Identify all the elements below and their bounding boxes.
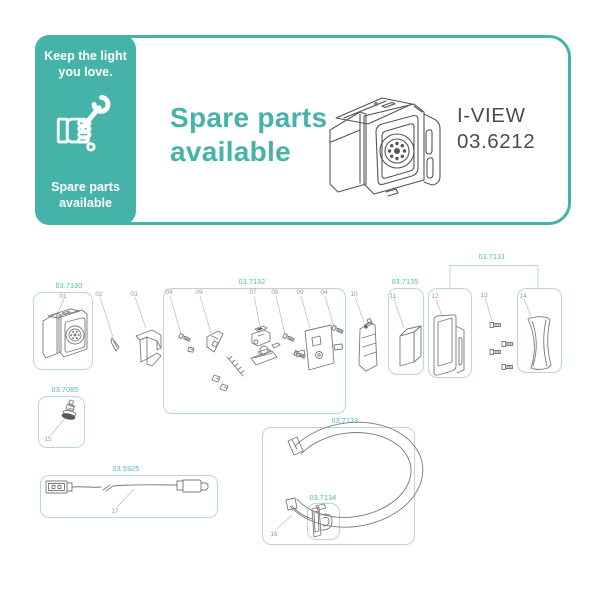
item-label-04: 04 [165, 289, 173, 296]
group-box-frame [428, 288, 472, 378]
item-label-13: 13 [480, 292, 488, 299]
item-label-11: 11 [389, 293, 397, 300]
item-label-04b: 04 [320, 289, 328, 296]
item-label-09a: 09 [195, 289, 203, 296]
product-code: 03.6212 [457, 130, 536, 153]
group-box-battery [388, 288, 424, 375]
item-label-16: 16 [270, 531, 278, 538]
hand-holding-wrench-icon [55, 92, 117, 161]
part-number-front-assembly: 03.7130 [55, 283, 83, 290]
item-label-10: 10 [350, 291, 358, 298]
part-number-valve: 03.7085 [51, 387, 79, 394]
part-03-bracket [135, 329, 162, 367]
part-number-battery: 03.7135 [391, 279, 419, 286]
product-id: I-VIEW 03.6212 [457, 103, 535, 155]
headline: Spare parts available [170, 101, 327, 169]
item-label-03: 03 [130, 291, 138, 298]
group-box-front-assembly [33, 292, 93, 370]
product-banner-card [56, 35, 571, 225]
part-number-internal-parts-kit: 03.7132 [238, 279, 266, 286]
part-number-usb-cable: 03.5925 [112, 466, 140, 473]
frame-kit-bracket-line [449, 265, 539, 288]
headline-line2: available [170, 136, 292, 167]
part-10-mount-bracket [358, 318, 378, 372]
group-box-internal-parts-kit [163, 288, 346, 414]
item-label-14: 14 [519, 293, 527, 300]
product-name: I-VIEW [457, 104, 526, 127]
part-02-lever [110, 337, 120, 352]
part-number-frame-kit: 03.7131 [478, 254, 506, 261]
item-label-15: 15 [44, 436, 52, 443]
part-13-screws [489, 322, 513, 370]
item-label-17: 17 [111, 508, 119, 515]
item-label-07: 07 [249, 289, 257, 296]
item-label-12: 12 [431, 293, 439, 300]
spare-parts-badge: Keep the light you love. Spare parts [35, 35, 136, 225]
badge-tagline: Keep the light you love. [44, 49, 127, 79]
group-box-usb-cable [40, 475, 218, 518]
group-box-valve [38, 396, 85, 448]
item-label-08: 08 [271, 289, 279, 296]
headline-line1: Spare parts [170, 102, 328, 133]
group-box-buckle [307, 503, 340, 540]
part-number-headband: 03.7133 [331, 418, 359, 425]
part-number-buckle: 03.7134 [309, 495, 337, 502]
item-label-02: 02 [95, 291, 103, 298]
badge-caption: Spare parts available [51, 180, 120, 210]
item-label-09b: 09 [296, 289, 304, 296]
group-box-cover [517, 288, 562, 373]
item-label-01: 01 [59, 293, 67, 300]
